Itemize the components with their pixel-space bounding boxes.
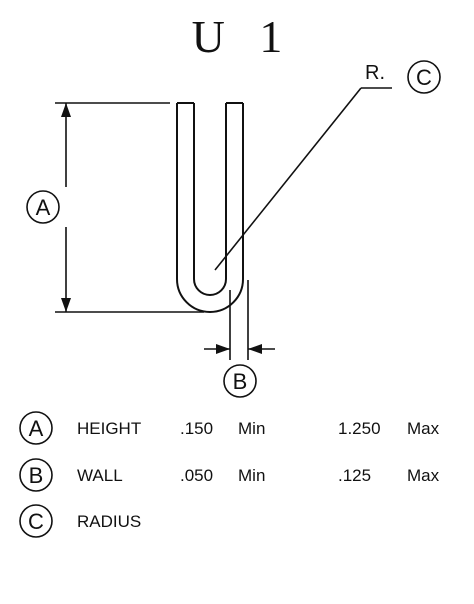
spec-row-wall-letter: B (29, 463, 44, 488)
spec-row-radius: C RADIUS (19, 504, 141, 538)
radius-leader (214, 87, 392, 271)
height-arrow-bottom (61, 298, 71, 312)
callout-b-circle (223, 364, 257, 398)
callout-a-circle (26, 190, 60, 224)
spec-row-height-min-label: Min (238, 419, 265, 438)
spec-row-height-max-value: 1.250 (338, 419, 381, 438)
spec-row-radius-name: RADIUS (77, 512, 141, 531)
wall-arrow-right (248, 344, 262, 354)
spec-row-wall-min-value: .050 (180, 466, 213, 485)
u-channel-profile (176, 102, 244, 313)
spec-row-height-circle (19, 411, 53, 445)
spec-row-height-min-value: .150 (180, 419, 213, 438)
spec-table: A HEIGHT .150 Min 1.250 Max B WALL .050 … (19, 411, 440, 538)
u-outer-edge (176, 103, 244, 313)
spec-row-wall-name: WALL (77, 466, 123, 485)
wall-dimension (204, 280, 275, 360)
radius-label: R. (365, 62, 385, 84)
spec-row-height-name: HEIGHT (77, 419, 141, 438)
wall-arrow-left (216, 344, 230, 354)
spec-row-wall-min-label: Min (238, 466, 265, 485)
spec-row-wall-max-value: .125 (338, 466, 371, 485)
radius-leader-line (214, 87, 362, 271)
drawing-title: U 1 (192, 11, 283, 62)
callout-b: B (223, 364, 257, 398)
height-dimension (55, 102, 204, 313)
spec-row-height-max-label: Max (407, 419, 440, 438)
spec-row-height: A HEIGHT .150 Min 1.250 Max (19, 411, 440, 445)
height-arrow-top (61, 103, 71, 117)
spec-row-wall-max-label: Max (407, 466, 440, 485)
callout-a: A (26, 190, 60, 224)
spec-row-height-letter: A (29, 416, 44, 441)
callout-b-letter: B (233, 369, 248, 394)
callout-c: C (407, 60, 441, 94)
callout-c-letter: C (416, 65, 432, 90)
spec-row-wall: B WALL .050 Min .125 Max (19, 458, 440, 492)
u-inner-edge (193, 103, 227, 296)
spec-row-radius-circle (19, 504, 53, 538)
callout-a-letter: A (36, 195, 51, 220)
spec-row-radius-letter: C (28, 509, 44, 534)
spec-row-wall-circle (19, 458, 53, 492)
callout-c-circle (407, 60, 441, 94)
